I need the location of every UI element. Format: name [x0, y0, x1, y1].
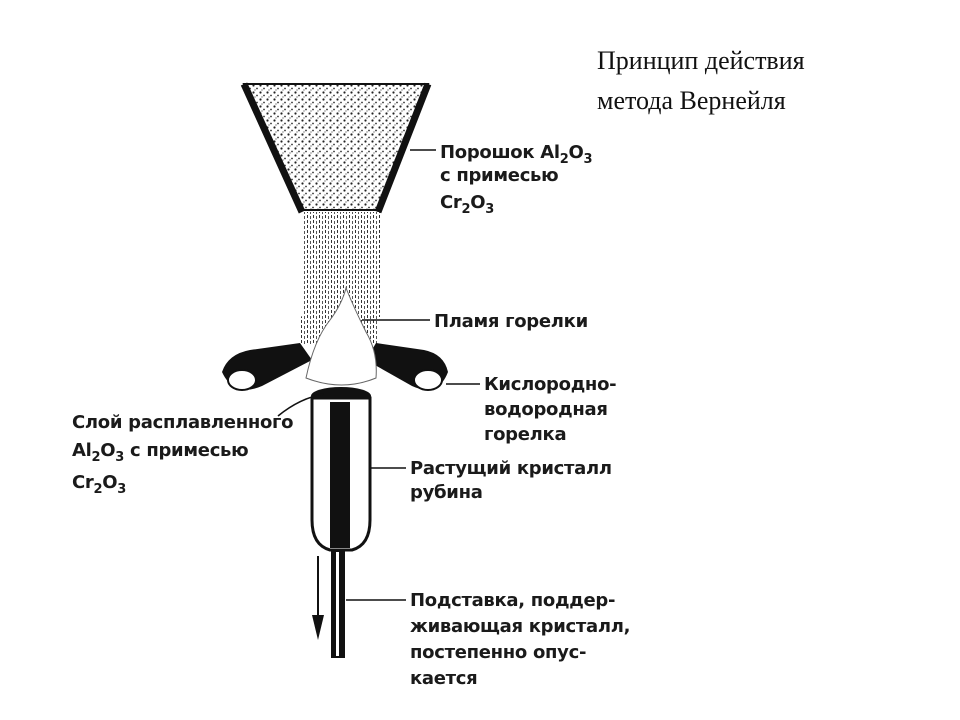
label-melt-layer: Слой расплавленного Al2O3 с примесью Cr2…	[72, 412, 294, 497]
hopper-left-wall	[240, 82, 306, 214]
label-flame: Пламя горелки	[434, 311, 588, 332]
svg-text:кается: кается	[410, 668, 477, 689]
svg-text:Растущий кристалл: Растущий кристалл	[410, 458, 612, 479]
leader-lines	[277, 149, 480, 601]
svg-text:Порошок Al2O3: Порошок Al2O3	[440, 142, 593, 167]
lowering-arrow	[312, 556, 324, 640]
label-burner: Кислородно- водородная горелка	[484, 374, 617, 445]
powder-hopper	[240, 82, 432, 214]
svg-text:Слой расплавленного: Слой расплавленного	[72, 412, 293, 433]
svg-text:рубина: рубина	[410, 482, 483, 503]
label-crystal: Растущий кристалл рубина	[410, 458, 612, 503]
svg-text:Cr2O3: Cr2O3	[440, 192, 494, 217]
burner	[222, 343, 448, 391]
burner-flame	[305, 286, 377, 386]
label-stand: Подставка, поддер- живающая кристалл, по…	[410, 590, 631, 689]
svg-text:Al2O3 с примесью: Al2O3 с примесью	[72, 440, 248, 465]
ruby-crystal	[310, 387, 372, 552]
svg-text:водородная: водородная	[484, 399, 608, 420]
support-rod-highlight	[336, 552, 339, 656]
title-line-1: Принцип действия	[597, 46, 805, 75]
label-powder: Порошок Al2O3 с примесью Cr2O3	[440, 142, 593, 217]
title-line-2: метода Вернейля	[597, 86, 786, 115]
burner-left-nozzle	[227, 369, 257, 391]
svg-text:Кислородно-: Кислородно-	[484, 374, 616, 395]
svg-text:Подставка, поддер-: Подставка, поддер-	[410, 590, 615, 611]
burner-right-nozzle	[413, 369, 443, 391]
hopper-right-wall	[374, 82, 432, 214]
svg-text:горелка: горелка	[484, 424, 566, 445]
svg-text:с примесью: с примесью	[440, 165, 558, 186]
svg-text:Cr2O3: Cr2O3	[72, 472, 126, 497]
svg-text:живающая кристалл,: живающая кристалл,	[410, 616, 630, 637]
crystal-core	[330, 402, 350, 548]
svg-text:постепенно опус-: постепенно опус-	[410, 642, 586, 663]
